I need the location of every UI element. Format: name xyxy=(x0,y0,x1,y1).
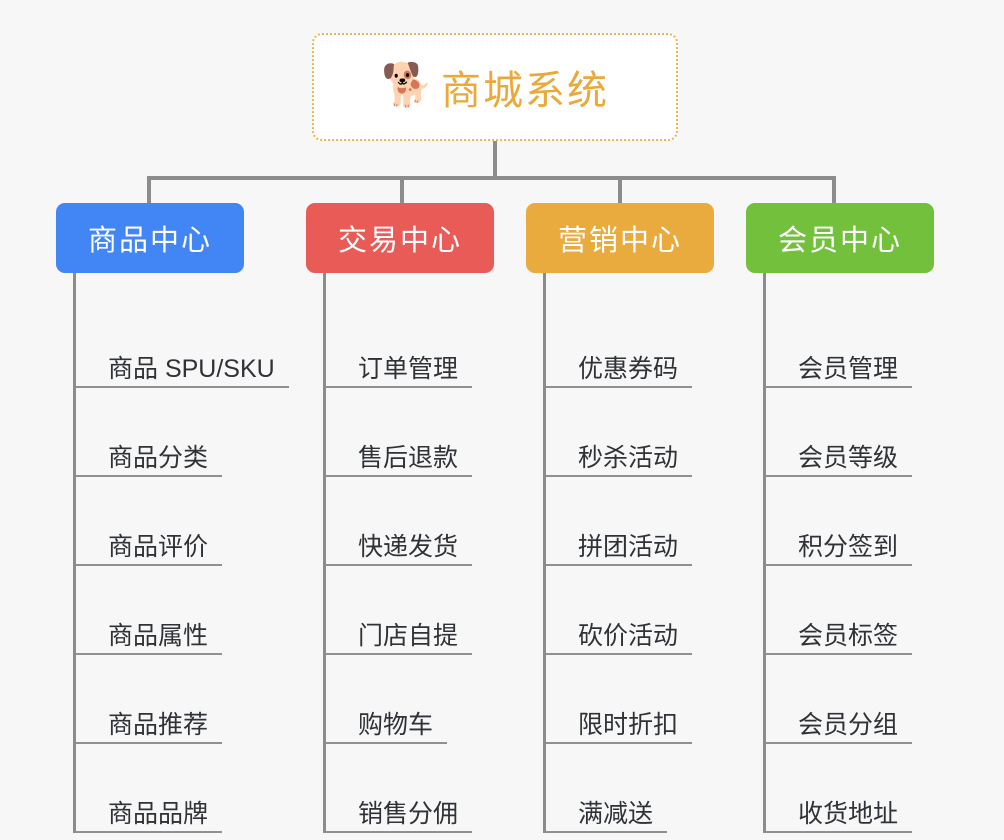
leaf-label: 会员分组 xyxy=(798,711,899,739)
list-item[interactable]: 门店自提 xyxy=(326,566,536,655)
leaf-label: 门店自提 xyxy=(358,622,459,650)
leaf-underline xyxy=(76,386,289,388)
list-item[interactable]: 商品分类 xyxy=(76,388,286,477)
leaf-underline xyxy=(76,742,222,744)
list-item[interactable]: 会员管理 xyxy=(766,299,976,388)
leaf-underline xyxy=(326,653,472,655)
list-item[interactable]: 商品 SPU/SKU xyxy=(76,299,289,388)
leaf-underline xyxy=(326,831,472,833)
shiba-dog-icon: 🐕 xyxy=(381,61,434,108)
leaf-label: 订单管理 xyxy=(358,355,459,383)
list-item[interactable]: 积分签到 xyxy=(766,477,976,566)
leaf-underline xyxy=(76,831,222,833)
leaf-label: 拼团活动 xyxy=(578,533,679,561)
branch-column-member: 会员中心 会员管理 会员等级 积分签到 会员标签 会员分组 xyxy=(746,203,976,833)
leaf-underline xyxy=(546,475,692,477)
leaf-label: 商品 SPU/SKU xyxy=(108,355,275,383)
list-item[interactable]: 商品评价 xyxy=(76,477,286,566)
leaf-underline xyxy=(766,742,912,744)
branch-header-trade[interactable]: 交易中心 xyxy=(306,203,494,273)
list-item[interactable]: 商品推荐 xyxy=(76,655,286,744)
leaf-label: 商品分类 xyxy=(108,444,209,472)
leaf-label: 商品推荐 xyxy=(108,711,209,739)
leaf-underline xyxy=(76,653,222,655)
leaf-label: 优惠券码 xyxy=(578,355,679,383)
list-item[interactable]: 会员标签 xyxy=(766,566,976,655)
leaf-label: 会员标签 xyxy=(798,622,899,650)
leaf-underline xyxy=(76,564,222,566)
branch-header-label: 交易中心 xyxy=(337,225,462,257)
list-item[interactable]: 限时折扣 xyxy=(546,655,756,744)
leaf-underline xyxy=(766,564,912,566)
leaf-underline xyxy=(326,564,472,566)
branch-header-label: 商品中心 xyxy=(87,225,212,257)
leaf-underline xyxy=(766,653,912,655)
list-item[interactable]: 砍价活动 xyxy=(546,566,756,655)
root-title: 商城系统 xyxy=(441,69,609,113)
branch-bus-connector xyxy=(147,176,836,180)
leaf-label: 会员管理 xyxy=(798,355,899,383)
list-item[interactable]: 会员等级 xyxy=(766,388,976,477)
root-node[interactable]: 🐕 商城系统 xyxy=(312,33,678,141)
branch-header-marketing[interactable]: 营销中心 xyxy=(526,203,714,273)
leaf-label: 满减送 xyxy=(578,800,654,828)
leaf-underline xyxy=(326,742,447,744)
leaf-label: 销售分佣 xyxy=(358,800,459,828)
leaf-underline xyxy=(546,564,692,566)
list-item[interactable]: 售后退款 xyxy=(326,388,536,477)
leaf-label: 限时折扣 xyxy=(578,711,679,739)
leaf-label: 商品品牌 xyxy=(108,800,209,828)
leaf-label: 会员等级 xyxy=(798,444,899,472)
branch-column-marketing: 营销中心 优惠券码 秒杀活动 拼团活动 砍价活动 限时折扣 xyxy=(526,203,756,833)
leaf-underline xyxy=(546,386,692,388)
leaf-underline xyxy=(766,831,912,833)
list-item[interactable]: 购物车 xyxy=(326,655,536,744)
leaf-list-trade: 订单管理 售后退款 快递发货 门店自提 购物车 销售分佣 xyxy=(323,273,536,833)
list-item[interactable]: 秒杀活动 xyxy=(546,388,756,477)
leaf-label: 秒杀活动 xyxy=(578,444,679,472)
leaf-underline xyxy=(766,475,912,477)
leaf-underline xyxy=(546,742,692,744)
leaf-label: 收货地址 xyxy=(798,800,899,828)
leaf-underline xyxy=(546,653,692,655)
leaf-list-product: 商品 SPU/SKU 商品分类 商品评价 商品属性 商品推荐 商品品牌 xyxy=(73,273,289,833)
branch-header-label: 会员中心 xyxy=(777,225,902,257)
leaf-label: 购物车 xyxy=(358,711,434,739)
leaf-underline xyxy=(546,831,667,833)
branch-drop-connector-1 xyxy=(147,176,151,206)
list-item[interactable]: 会员分组 xyxy=(766,655,976,744)
leaf-label: 商品属性 xyxy=(108,622,209,650)
branch-header-product[interactable]: 商品中心 xyxy=(56,203,244,273)
list-item[interactable]: 快递发货 xyxy=(326,477,536,566)
branch-column-product: 商品中心 商品 SPU/SKU 商品分类 商品评价 商品属性 商品推荐 xyxy=(56,203,289,833)
list-item[interactable]: 拼团活动 xyxy=(546,477,756,566)
leaf-underline xyxy=(326,386,472,388)
list-item[interactable]: 商品品牌 xyxy=(76,744,286,833)
list-item[interactable]: 订单管理 xyxy=(326,299,536,388)
leaf-underline xyxy=(766,386,912,388)
branch-drop-connector-4 xyxy=(832,176,836,206)
leaf-list-marketing: 优惠券码 秒杀活动 拼团活动 砍价活动 限时折扣 满减送 xyxy=(543,273,756,833)
branch-drop-connector-2 xyxy=(400,176,404,206)
branch-column-trade: 交易中心 订单管理 售后退款 快递发货 门店自提 购物车 xyxy=(306,203,536,833)
branch-header-label: 营销中心 xyxy=(557,225,682,257)
list-item[interactable]: 满减送 xyxy=(546,744,756,833)
list-item[interactable]: 商品属性 xyxy=(76,566,286,655)
leaf-label: 商品评价 xyxy=(108,533,209,561)
leaf-underline xyxy=(76,475,222,477)
leaf-label: 售后退款 xyxy=(358,444,459,472)
root-stem-connector xyxy=(493,141,497,179)
leaf-label: 积分签到 xyxy=(798,533,899,561)
branch-header-member[interactable]: 会员中心 xyxy=(746,203,934,273)
list-item[interactable]: 收货地址 xyxy=(766,744,976,833)
leaf-label: 快递发货 xyxy=(358,533,459,561)
branch-drop-connector-3 xyxy=(618,176,622,206)
list-item[interactable]: 优惠券码 xyxy=(546,299,756,388)
leaf-underline xyxy=(326,475,472,477)
leaf-list-member: 会员管理 会员等级 积分签到 会员标签 会员分组 收货地址 xyxy=(763,273,976,833)
list-item[interactable]: 销售分佣 xyxy=(326,744,536,833)
leaf-label: 砍价活动 xyxy=(578,622,679,650)
